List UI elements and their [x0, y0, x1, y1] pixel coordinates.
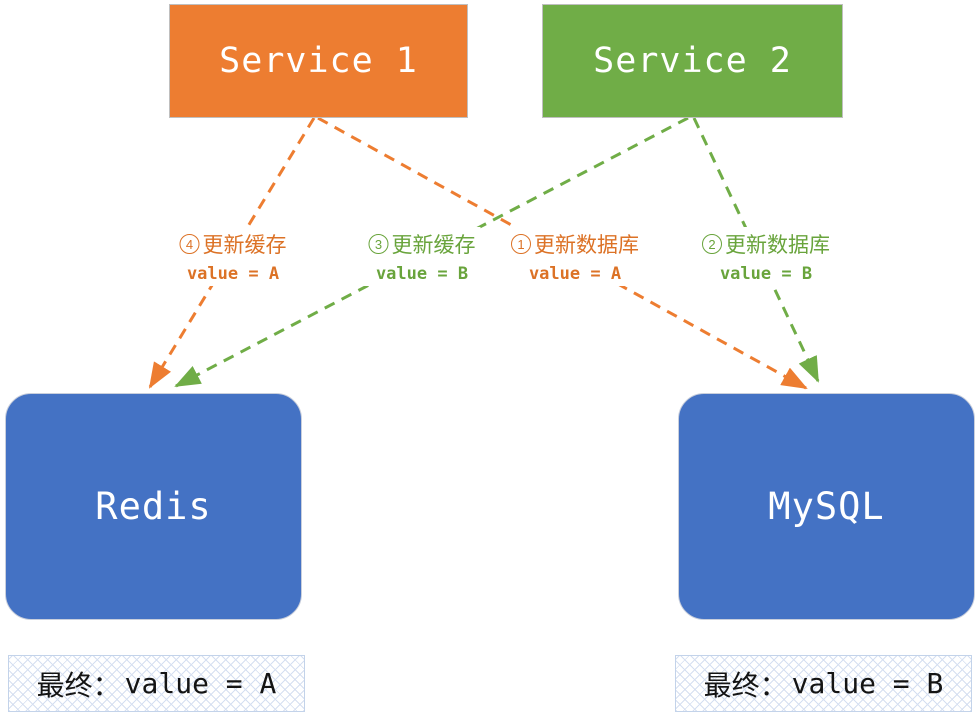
step4-circled-number-icon: 4: [179, 234, 200, 254]
step3-annotation: 3 更新缓存 value = B: [363, 227, 481, 286]
step2-action-text: 更新数据库: [725, 234, 830, 257]
mysql-final-state-box: 最终： value = B: [675, 655, 972, 712]
mysql-label: MySQL: [768, 485, 885, 528]
step1-circled-number-icon: 1: [511, 234, 531, 254]
service2-label: Service 2: [593, 41, 792, 81]
mysql-final-value: value = B: [791, 667, 944, 700]
mysql-box: MySQL: [678, 393, 975, 620]
redis-final-state-box: 最终： value = A: [8, 655, 305, 712]
step1-annotation: 1 更新数据库 value = A: [506, 227, 644, 286]
redis-final-value: value = A: [124, 667, 277, 700]
step1-value: value = A: [528, 264, 622, 284]
service1-box: Service 1: [169, 4, 468, 118]
mysql-final-prefix: 最终：: [703, 669, 788, 701]
step4-annotation: 4 更新缓存 value = A: [174, 227, 292, 286]
step3-action: 3 更新缓存: [368, 229, 476, 259]
step4-action-text: 更新缓存: [202, 234, 287, 257]
redis-final-prefix: 最终：: [36, 669, 121, 701]
service2-box: Service 2: [542, 4, 843, 118]
step3-circled-number-icon: 3: [368, 234, 389, 254]
step2-value: value = B: [719, 264, 813, 284]
service1-label: Service 1: [219, 41, 418, 81]
step2-action: 2 更新数据库: [702, 229, 830, 259]
step3-value: value = B: [375, 264, 469, 284]
step3-action-text: 更新缓存: [391, 234, 476, 257]
step4-value: value = A: [186, 264, 280, 284]
step2-circled-number-icon: 2: [702, 234, 722, 254]
step1-action: 1 更新数据库: [511, 229, 639, 259]
step4-action: 4 更新缓存: [179, 229, 287, 259]
redis-label: Redis: [95, 485, 212, 528]
redis-box: Redis: [5, 393, 302, 620]
step2-annotation: 2 更新数据库 value = B: [697, 227, 835, 286]
step1-action-text: 更新数据库: [534, 234, 639, 257]
